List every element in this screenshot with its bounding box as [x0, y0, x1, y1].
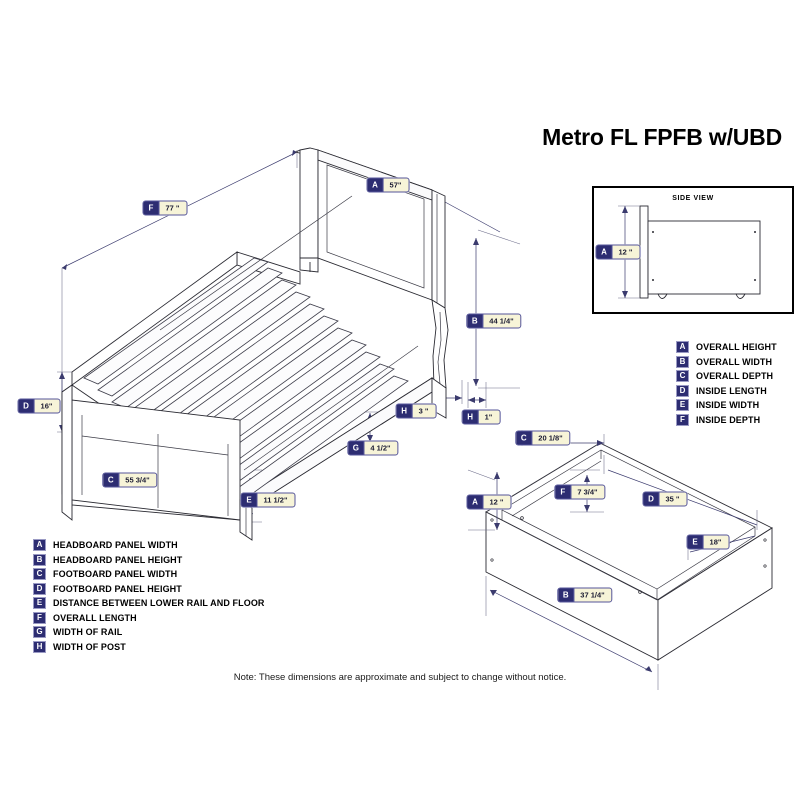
callout-letter: B [467, 314, 484, 328]
disclaimer-note: Note: These dimensions are approximate a… [233, 672, 567, 683]
callout-letter: D [18, 399, 35, 413]
legend-item: G WIDTH OF RAIL [33, 625, 265, 640]
callout-letter: F [143, 201, 160, 215]
legend-item: F INSIDE DEPTH [676, 413, 777, 428]
callout-A-headboard-panel-width: A 57" [366, 177, 410, 193]
callout-value: 57" [389, 180, 402, 190]
page-title: Metro FL FPFB w/UBD [542, 124, 782, 150]
legend-item: A OVERALL HEIGHT [676, 340, 777, 355]
callout-E-inside-width: E 18" [686, 534, 730, 550]
callout-value: 4 1/2" [370, 443, 391, 453]
legend-label: INSIDE WIDTH [696, 400, 760, 411]
legend-item: C FOOTBOARD PANEL WIDTH [33, 567, 265, 582]
legend-letter: H [33, 640, 46, 653]
drawer-dimension-legend: A OVERALL HEIGHT B OVERALL WIDTH C OVERA… [676, 340, 777, 427]
callout-B-headboard-panel-height: B 44 1/4" [466, 313, 522, 329]
legend-letter: B [676, 355, 689, 368]
callout-D-footboard-panel-height: D 16" [17, 398, 61, 414]
legend-label: HEADBOARD PANEL HEIGHT [53, 554, 183, 565]
legend-letter: A [33, 539, 46, 552]
legend-letter: B [33, 553, 46, 566]
callout-letter: C [103, 473, 120, 487]
callout-A-overall-height: A 12 " [466, 494, 512, 510]
legend-item: F OVERALL LENGTH [33, 611, 265, 626]
legend-item: B HEADBOARD PANEL HEIGHT [33, 553, 265, 568]
legend-letter: E [676, 399, 689, 412]
callout-letter: F [555, 485, 572, 499]
callout-value: 7 3/4" [577, 487, 598, 497]
legend-label: INSIDE DEPTH [696, 414, 761, 425]
callout-letter: H [462, 410, 479, 424]
callout-value: 18" [709, 537, 722, 547]
callout-D-inside-length: D 35 " [642, 491, 688, 507]
legend-item: A HEADBOARD PANEL WIDTH [33, 538, 265, 553]
legend-label: DISTANCE BETWEEN LOWER RAIL AND FLOOR [53, 598, 265, 609]
side-view-inset: SIDE VIEW A 12 " [592, 186, 794, 314]
callout-letter: B [558, 588, 575, 602]
callout-letter: H [396, 404, 413, 418]
legend-item: C OVERALL DEPTH [676, 369, 777, 384]
legend-letter: C [676, 370, 689, 383]
side-view-drawing [618, 205, 761, 299]
legend-item: D INSIDE LENGTH [676, 384, 777, 399]
callout-value: 11 1/2" [263, 495, 288, 505]
callout-value: 3 " [418, 406, 429, 416]
legend-letter: A [676, 341, 689, 354]
callout-H-width-of-post-3in: H 3 " [395, 403, 437, 419]
legend-item: E INSIDE WIDTH [676, 398, 777, 413]
legend-item: E DISTANCE BETWEEN LOWER RAIL AND FLOOR [33, 596, 265, 611]
legend-label: HEADBOARD PANEL WIDTH [53, 540, 178, 551]
legend-label: INSIDE LENGTH [696, 385, 767, 396]
legend-letter: F [33, 611, 46, 624]
legend-letter: D [33, 582, 46, 595]
callout-A-overall-height-sideview: A 12 " [595, 244, 641, 260]
legend-item: B OVERALL WIDTH [676, 355, 777, 370]
callout-value: 37 1/4" [580, 590, 605, 600]
callout-H-width-of-post-1in: H 1" [461, 409, 501, 425]
callout-value: 12 " [618, 247, 633, 257]
callout-E-rail-to-floor: E 11 1/2" [240, 492, 296, 508]
legend-label: WIDTH OF POST [53, 641, 126, 652]
legend-label: FOOTBOARD PANEL HEIGHT [53, 583, 182, 594]
callout-value: 16" [40, 401, 53, 411]
callout-letter: D [643, 492, 660, 506]
callout-letter: E [687, 535, 704, 549]
callout-value: 44 1/4" [489, 316, 514, 326]
callout-G-width-of-rail: G 4 1/2" [347, 440, 399, 456]
legend-label: WIDTH OF RAIL [53, 627, 123, 638]
legend-letter: E [33, 597, 46, 610]
callout-value: 1" [484, 412, 493, 422]
legend-letter: D [676, 384, 689, 397]
callout-value: 35 " [665, 494, 680, 504]
legend-label: OVERALL DEPTH [696, 371, 774, 382]
callout-C-overall-depth: C 20 1/8" [515, 430, 571, 446]
callout-value: 20 1/8" [538, 433, 563, 443]
callout-C-footboard-panel-width: C 55 3/4" [102, 472, 158, 488]
legend-label: OVERALL HEIGHT [696, 342, 777, 353]
legend-letter: G [33, 626, 46, 639]
legend-letter: F [676, 413, 689, 426]
legend-label: OVERALL LENGTH [53, 612, 137, 623]
side-view-label: SIDE VIEW [672, 195, 714, 202]
callout-letter: A [367, 178, 384, 192]
legend-item: D FOOTBOARD PANEL HEIGHT [33, 582, 265, 597]
bed-dimension-legend: A HEADBOARD PANEL WIDTH B HEADBOARD PANE… [33, 538, 265, 654]
callout-letter: A [467, 495, 484, 509]
callout-F-overall-length: F 77 " [142, 200, 188, 216]
callout-letter: E [241, 493, 258, 507]
legend-label: OVERALL WIDTH [696, 356, 773, 367]
callout-B-overall-width: B 37 1/4" [557, 587, 613, 603]
callout-value: 55 3/4" [125, 475, 150, 485]
legend-item: H WIDTH OF POST [33, 640, 265, 655]
legend-letter: C [33, 568, 46, 581]
callout-letter: A [596, 245, 613, 259]
callout-value: 77 " [165, 203, 180, 213]
callout-F-inside-depth: F 7 3/4" [554, 484, 606, 500]
callout-value: 12 " [489, 497, 504, 507]
callout-letter: G [348, 441, 365, 455]
callout-letter: C [516, 431, 533, 445]
legend-label: FOOTBOARD PANEL WIDTH [53, 569, 178, 580]
